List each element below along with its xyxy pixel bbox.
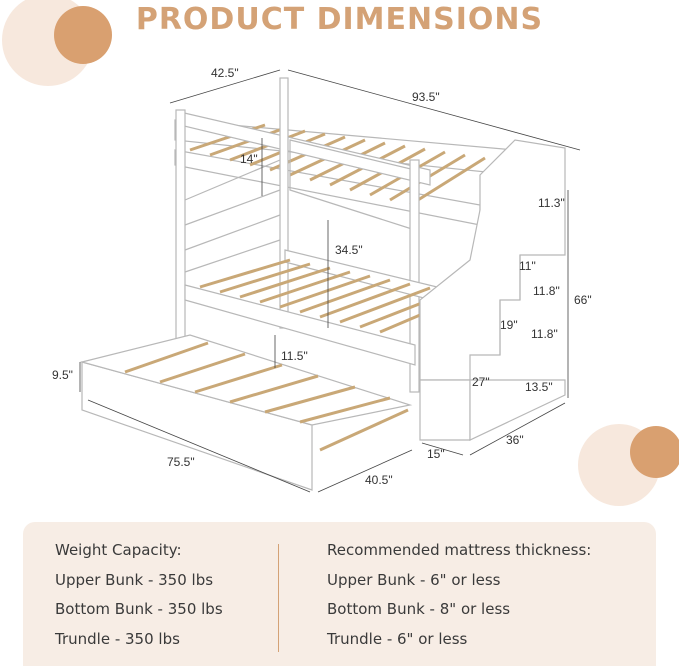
dim-step-2: 11.8" (533, 284, 560, 298)
dim-upper-rail: 14" (240, 152, 258, 166)
weight-bottom-bunk: Bottom Bunk - 350 lbs (55, 600, 223, 618)
mattress-bottom-bunk: Bottom Bunk - 8" or less (327, 600, 511, 618)
dim-trundle-length: 75.5" (167, 455, 195, 469)
dim-trundle-width: 40.5" (365, 473, 393, 487)
bunk-bed-illustration: 42.5" 93.5" 14" 34.5" 11.3" 11" 11.8" 66… (52, 66, 592, 493)
mattress-thickness-heading: Recommended mattress thickness: (327, 541, 592, 559)
dim-stair-width: 15" (427, 447, 445, 461)
dim-step-depth: 19" (500, 318, 518, 332)
mattress-thickness-column: Recommended mattress thickness: Upper Bu… (327, 536, 591, 654)
decor-circle-dark-left (54, 6, 112, 64)
page-title: PRODUCT DIMENSIONS (135, 2, 544, 37)
dim-bottom-rail: 11.5" (281, 349, 308, 363)
dim-step-3: 11.8" (531, 327, 558, 341)
dim-bunk-clearance: 34.5" (335, 243, 363, 257)
dimension-labels: 42.5" 93.5" 14" 34.5" 11.3" 11" 11.8" 66… (52, 66, 592, 487)
dim-step-top: 11.3" (538, 196, 565, 210)
weight-trundle: Trundle - 350 lbs (55, 629, 180, 648)
dim-stair-length: 36" (506, 433, 524, 447)
mattress-trundle: Trundle - 6" or less (327, 629, 468, 648)
decor-circle-dark-right (630, 426, 679, 478)
dim-length: 93.5" (412, 90, 440, 104)
dim-trundle-height: 9.5" (52, 368, 73, 382)
dim-overall-height: 66" (574, 293, 592, 307)
weight-capacity-heading: Weight Capacity: (55, 541, 182, 559)
dimension-lines (79, 69, 581, 493)
weight-upper-bunk: Upper Bunk - 350 lbs (55, 570, 214, 589)
weight-capacity-column: Weight Capacity: Upper Bunk - 350 lbs Bo… (55, 536, 223, 654)
dim-depth: 42.5" (211, 66, 239, 80)
dim-stair-depth: 27" (472, 375, 490, 389)
specs-panel: Weight Capacity: Upper Bunk - 350 lbs Bo… (23, 522, 656, 666)
dim-step-width: 11" (519, 259, 536, 273)
bed-frame (79, 77, 566, 491)
mattress-upper-bunk: Upper Bunk - 6" or less (327, 570, 501, 589)
dim-step-bottom: 13.5" (525, 380, 553, 394)
column-divider (278, 544, 279, 652)
